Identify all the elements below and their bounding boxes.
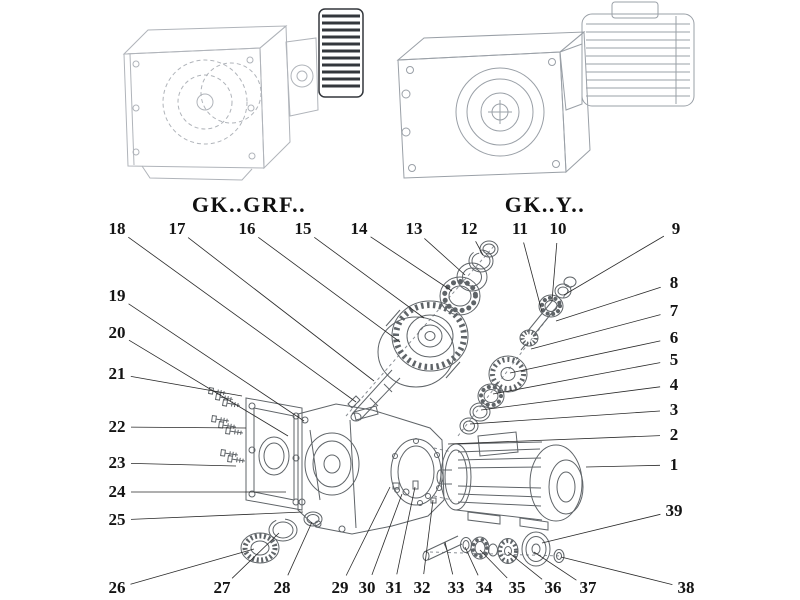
- leader-line-23: [130, 463, 237, 467]
- callout-number-17: 17: [168, 219, 186, 238]
- assembled-view-gk-grf: [122, 8, 364, 181]
- callout-number-14: 14: [350, 219, 368, 238]
- leader-line-29: [345, 486, 391, 576]
- callout-number-11: 11: [511, 219, 529, 238]
- leader-line-37: [533, 551, 577, 581]
- leader-line-6: [509, 340, 661, 374]
- leader-line-8: [555, 286, 661, 322]
- callout-number-38: 38: [677, 578, 695, 597]
- callout-number-27: 27: [213, 578, 231, 597]
- electric-motor: [436, 431, 584, 531]
- callout-number-26: 26: [108, 578, 126, 597]
- callout-number-10: 10: [549, 219, 567, 238]
- callout-number-22: 22: [108, 417, 126, 436]
- leader-line-35: [479, 549, 508, 579]
- leader-line-31: [396, 486, 416, 575]
- callout-number-24: 24: [108, 482, 126, 501]
- exploded-view: [208, 240, 584, 567]
- leader-line-26: [130, 548, 255, 585]
- leader-line-7: [530, 314, 661, 350]
- callout-number-35: 35: [508, 578, 526, 597]
- callout-number-16: 16: [238, 219, 256, 238]
- callout-number-1: 1: [669, 455, 679, 474]
- gearbox-housing: [297, 403, 445, 535]
- leader-line-25: [130, 511, 304, 520]
- leader-line-33: [444, 541, 454, 575]
- callout-number-8: 8: [669, 273, 679, 292]
- callout-number-3: 3: [669, 400, 679, 419]
- leader-line-39: [541, 513, 661, 544]
- callout-number-9: 9: [671, 219, 681, 238]
- leader-line-18: [128, 236, 357, 403]
- leader-line-9: [563, 235, 665, 296]
- callout-number-6: 6: [669, 328, 679, 347]
- large-gear: [377, 300, 469, 388]
- callout-number-18: 18: [108, 219, 126, 238]
- callout-number-23: 23: [108, 453, 126, 472]
- leader-line-22: [130, 426, 247, 429]
- callout-number-29: 29: [331, 578, 349, 597]
- leader-line-10: [551, 242, 558, 302]
- callout-number-19: 19: [108, 286, 126, 305]
- callout-number-12: 12: [460, 219, 478, 238]
- callout-number-30: 30: [358, 578, 376, 597]
- leader-line-21: [130, 376, 243, 397]
- callout-number-34: 34: [475, 578, 493, 597]
- callout-number-4: 4: [669, 375, 679, 394]
- leader-line-1: [585, 464, 661, 468]
- leader-line-15: [314, 236, 425, 319]
- leader-line-30: [371, 493, 403, 576]
- flange-plate: [245, 397, 303, 511]
- leader-line-4: [480, 386, 661, 411]
- leader-line-3: [469, 410, 661, 425]
- callout-number-5: 5: [669, 350, 679, 369]
- model-label-left: GK..GRF..: [191, 192, 307, 217]
- main-axis-bearings: [439, 240, 499, 316]
- leader-line-11: [523, 242, 543, 313]
- callout-number-25: 25: [108, 510, 126, 529]
- leader-line-28: [287, 521, 313, 576]
- callout-number-33: 33: [447, 578, 465, 597]
- leader-line-36: [507, 551, 543, 580]
- leader-line-13: [424, 238, 466, 276]
- callout-number-36: 36: [544, 578, 562, 597]
- leader-line-17: [187, 237, 375, 382]
- model-label-right: GK..Y..: [504, 192, 586, 217]
- callout-number-7: 7: [669, 301, 679, 320]
- callout-number-31: 31: [385, 578, 403, 597]
- leader-line-12: [475, 241, 484, 256]
- bottom-left-rings: [240, 511, 323, 564]
- callout-number-37: 37: [579, 578, 597, 597]
- leader-line-20: [128, 339, 289, 437]
- input-pinion-set: [519, 276, 577, 351]
- callout-number-15: 15: [294, 219, 312, 238]
- callout-number-28: 28: [273, 578, 291, 597]
- leader-line-19: [128, 303, 305, 422]
- callout-number-2: 2: [669, 425, 679, 444]
- callout-number-20: 20: [108, 323, 126, 342]
- leader-line-5: [492, 362, 661, 395]
- callout-number-21: 21: [108, 364, 126, 383]
- callout-number-32: 32: [413, 578, 431, 597]
- leader-line-32: [423, 499, 434, 575]
- leader-line-27: [231, 532, 280, 579]
- small-fasteners: [392, 480, 437, 504]
- intermediate-gear-set: [459, 355, 528, 435]
- callout-number-39: 39: [665, 501, 683, 520]
- callout-number-13: 13: [405, 219, 423, 238]
- leader-line-2: [447, 435, 661, 445]
- assembled-view-gk-y: [396, 1, 695, 179]
- leader-line-14: [370, 236, 453, 292]
- leader-line-16: [258, 236, 401, 343]
- leader-line-34: [464, 546, 479, 576]
- leader-line-38: [560, 556, 673, 585]
